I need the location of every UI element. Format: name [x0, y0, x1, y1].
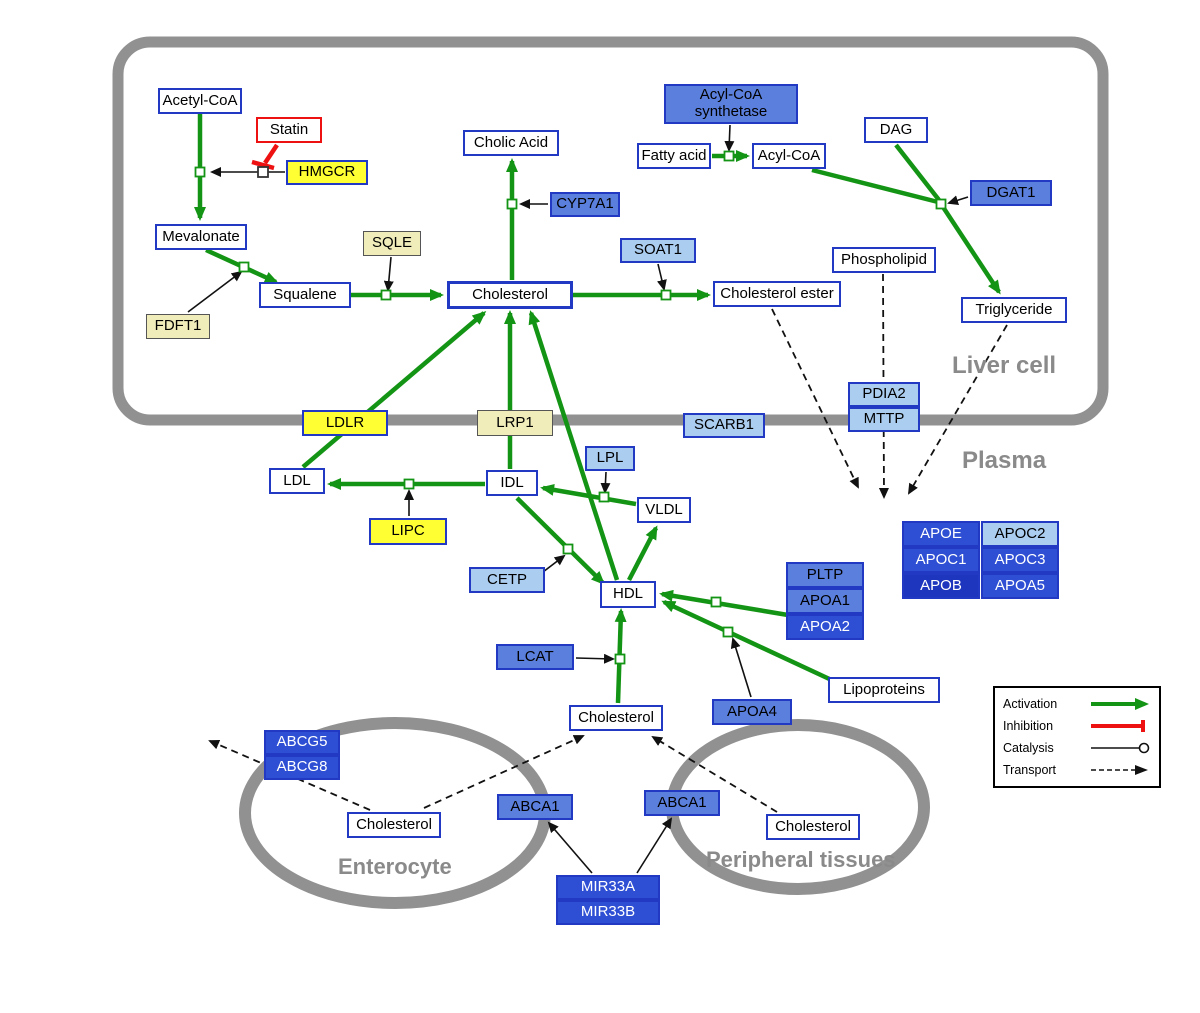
node-dgat1[interactable]: DGAT1: [970, 180, 1052, 206]
node-cholesterol-plasma[interactable]: Cholesterol: [569, 705, 663, 731]
node-pdia2[interactable]: PDIA2: [848, 382, 920, 407]
node-apoa5[interactable]: APOA5: [981, 573, 1059, 599]
node-abca1-enterocyte[interactable]: ABCA1: [497, 794, 573, 820]
catalysis-edges: [187, 124, 969, 874]
node-statin[interactable]: Statin: [256, 117, 322, 143]
catalysis-circle-icon: [1091, 742, 1150, 754]
activation-edges: [194, 114, 1001, 704]
reaction-nodes: [194, 150, 947, 665]
liver-cell-label: Liver cell: [952, 352, 1057, 379]
node-fatty-acid[interactable]: Fatty acid: [637, 143, 711, 169]
inhibition-bar-icon: [1091, 720, 1145, 732]
activation-arrow-icon: [1091, 698, 1149, 710]
node-apob[interactable]: APOB: [902, 573, 980, 599]
node-hdl[interactable]: HDL: [600, 581, 656, 608]
node-cholesterol-peripheral[interactable]: Cholesterol: [766, 814, 860, 840]
node-ldl[interactable]: LDL: [269, 468, 325, 494]
node-triglyceride[interactable]: Triglyceride: [961, 297, 1067, 323]
legend-inhibition-label: Inhibition: [1003, 719, 1054, 733]
node-lcat[interactable]: LCAT: [496, 644, 574, 670]
node-acyl-coa[interactable]: Acyl-CoA: [752, 143, 826, 169]
node-phospholipid[interactable]: Phospholipid: [832, 247, 936, 273]
legend-row-inhibition: Inhibition: [1003, 716, 1151, 736]
node-acyl-coa-synthetase[interactable]: Acyl-CoA synthetase: [664, 84, 798, 124]
node-cyp7a1[interactable]: CYP7A1: [550, 192, 620, 217]
node-soat1[interactable]: SOAT1: [620, 238, 696, 263]
inhibition-edge: [251, 143, 279, 171]
node-lipc[interactable]: LIPC: [369, 518, 447, 545]
node-vldl[interactable]: VLDL: [637, 497, 691, 523]
node-dag[interactable]: DAG: [864, 117, 928, 143]
node-idl[interactable]: IDL: [486, 470, 538, 496]
node-lipoproteins[interactable]: Lipoproteins: [828, 677, 940, 703]
node-cholesterol-ester[interactable]: Cholesterol ester: [713, 281, 841, 307]
legend: Activation Inhibition Catalysis Transpor…: [993, 686, 1161, 788]
node-apoa4[interactable]: APOA4: [712, 699, 792, 725]
node-abcg5[interactable]: ABCG5: [264, 730, 340, 755]
node-squalene[interactable]: Squalene: [259, 282, 351, 308]
node-apoc3[interactable]: APOC3: [981, 547, 1059, 573]
node-apoc1[interactable]: APOC1: [902, 547, 980, 573]
legend-row-activation: Activation: [1003, 694, 1151, 714]
legend-activation-label: Activation: [1003, 697, 1058, 711]
node-apoa1[interactable]: APOA1: [786, 588, 864, 614]
node-cholesterol-liver[interactable]: Cholesterol: [447, 281, 573, 309]
statin-inhibition-junction: [257, 166, 269, 178]
node-pltp[interactable]: PLTP: [786, 562, 864, 588]
node-apoa2[interactable]: APOA2: [786, 614, 864, 640]
legend-catalysis-label: Catalysis: [1003, 741, 1054, 755]
node-scarb1[interactable]: SCARB1: [683, 413, 765, 438]
node-lrp1[interactable]: LRP1: [477, 410, 553, 436]
node-abca1-peripheral[interactable]: ABCA1: [644, 790, 720, 816]
node-mir33a[interactable]: MIR33A: [556, 875, 660, 900]
transport-arrow-icon: [1091, 765, 1148, 775]
node-mttp[interactable]: MTTP: [848, 407, 920, 432]
node-ldlr[interactable]: LDLR: [302, 410, 388, 436]
legend-transport-label: Transport: [1003, 763, 1057, 777]
node-sqle[interactable]: SQLE: [363, 231, 421, 256]
node-mir33b[interactable]: MIR33B: [556, 900, 660, 925]
plasma-label: Plasma: [962, 447, 1047, 474]
node-cholic-acid[interactable]: Cholic Acid: [463, 130, 559, 156]
liver-cell-membrane: [112, 36, 1109, 426]
node-abcg8[interactable]: ABCG8: [264, 755, 340, 780]
peripheral-tissues-label: Peripheral tissues: [706, 847, 896, 872]
node-hmgcr[interactable]: HMGCR: [286, 160, 368, 185]
node-lpl[interactable]: LPL: [585, 446, 635, 471]
enterocyte-label: Enterocyte: [338, 854, 452, 879]
node-apoc2[interactable]: APOC2: [981, 521, 1059, 547]
node-acetyl-coa[interactable]: Acetyl-CoA: [158, 88, 242, 114]
node-cholesterol-enterocyte[interactable]: Cholesterol: [347, 812, 441, 838]
legend-row-transport: Transport: [1003, 760, 1151, 780]
node-apoe[interactable]: APOE: [902, 521, 980, 547]
node-mevalonate[interactable]: Mevalonate: [155, 224, 247, 250]
legend-row-catalysis: Catalysis: [1003, 738, 1151, 758]
node-fdft1[interactable]: FDFT1: [146, 314, 210, 339]
node-cetp[interactable]: CETP: [469, 567, 545, 593]
